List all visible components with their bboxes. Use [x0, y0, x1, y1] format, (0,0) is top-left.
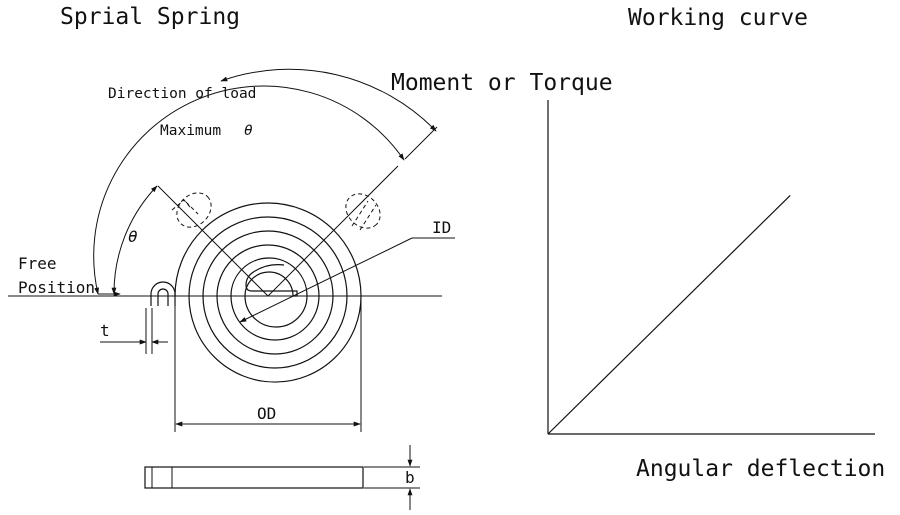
id-leader-arrow [239, 237, 413, 323]
spiral-spring-title: Sprial Spring [60, 4, 240, 30]
series-layer [547, 194, 791, 435]
od-label: OD [257, 404, 276, 423]
b-label: b [405, 468, 415, 487]
t-label: t [100, 321, 110, 340]
max-theta-ray-extension [404, 126, 438, 160]
inner-hook [245, 264, 298, 297]
working-curve-title: Working curve [628, 5, 808, 31]
maximum-theta-symbol: θ [244, 123, 253, 139]
direction-of-load-arc [220, 68, 437, 132]
spiral-spring-figure: Sprial Spring t OD ID [8, 4, 455, 510]
position-label: Position [18, 278, 95, 297]
working-curve-line [547, 194, 791, 435]
theta-ray-left [157, 185, 269, 297]
working-curve-chart: Working curve Moment or Torque Angular d… [391, 5, 885, 482]
hook-dashed-detail-right [351, 200, 377, 231]
theta-label: θ [128, 227, 138, 246]
outer-hook [150, 281, 176, 306]
maximum-label: Maximum [160, 123, 221, 139]
y-axis-label: Moment or Torque [391, 70, 613, 96]
id-label: ID [432, 218, 451, 237]
x-axis-label: Angular deflection [636, 456, 885, 482]
hook-dashed-detail-left [171, 199, 199, 215]
direction-of-load-label: Direction of load [108, 86, 256, 102]
free-label: Free [18, 254, 57, 273]
maximum-theta-arc [93, 85, 405, 295]
spring-side-view [144, 466, 364, 489]
spiral-coils [174, 202, 362, 383]
hook-dashed-circle-right [345, 193, 381, 229]
hook-dashed-circle-left [176, 192, 212, 228]
